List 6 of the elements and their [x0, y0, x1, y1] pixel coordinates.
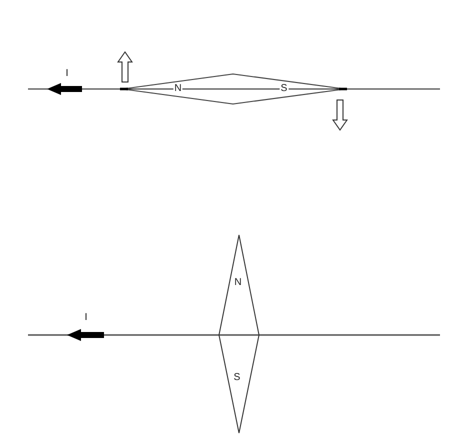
label: S — [232, 373, 242, 383]
label: N — [233, 278, 243, 288]
label: I — [64, 69, 70, 79]
label: S — [280, 84, 288, 94]
label: N — [173, 84, 183, 94]
label: I — [84, 313, 88, 323]
